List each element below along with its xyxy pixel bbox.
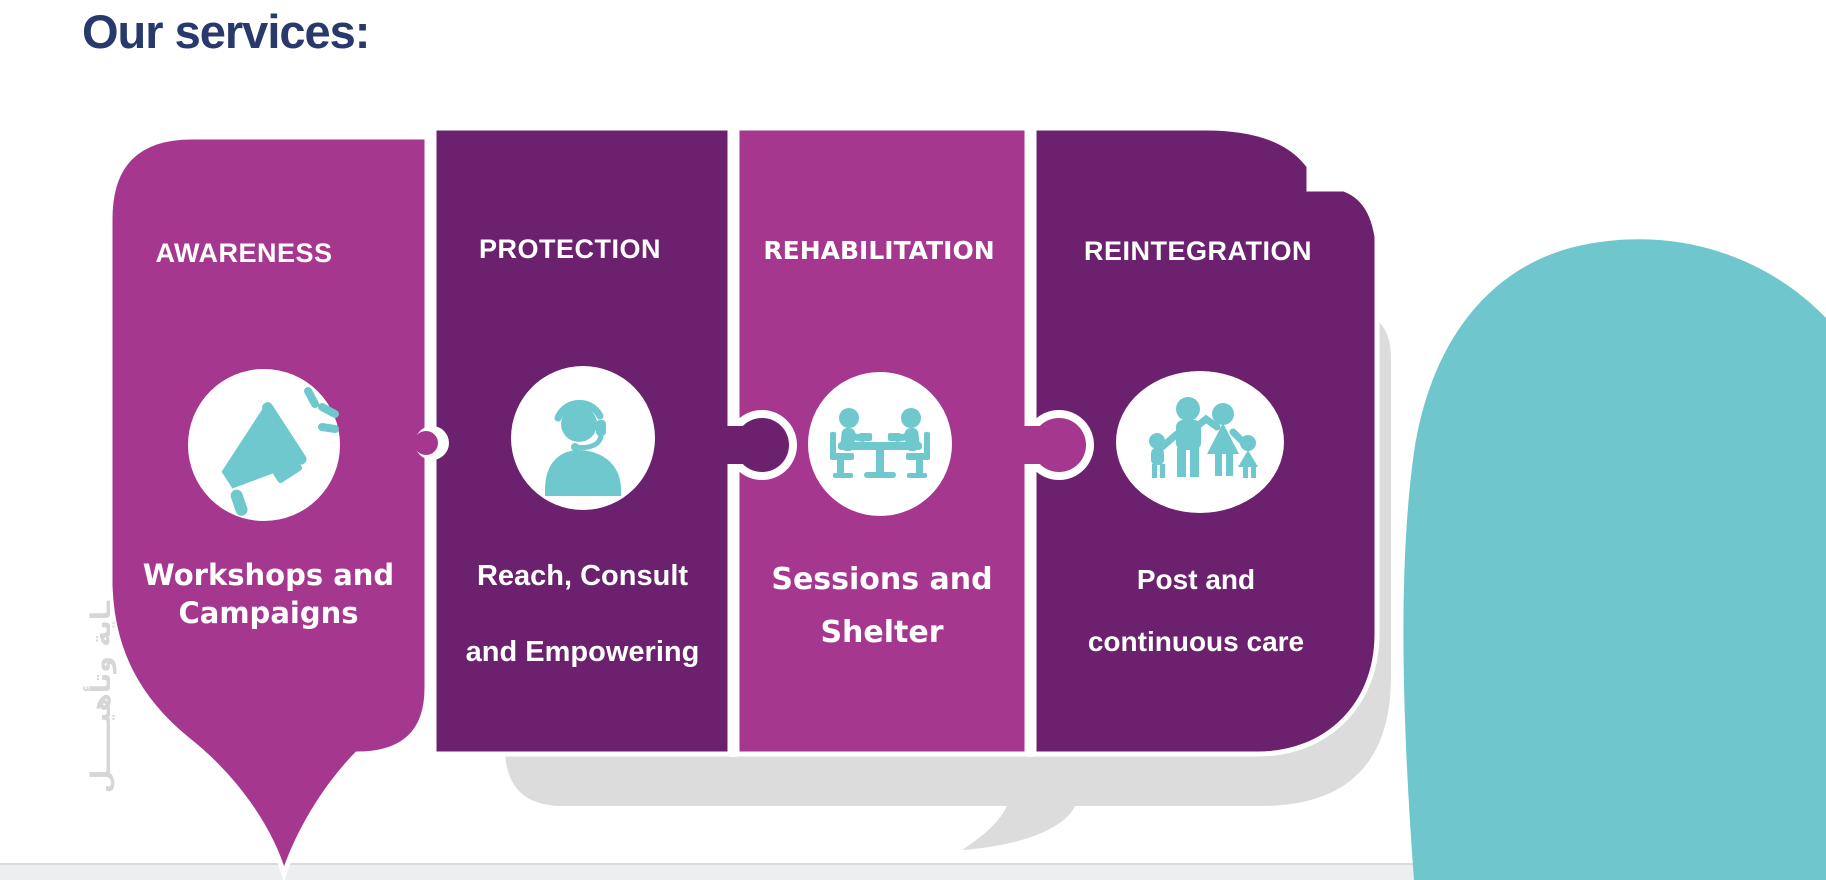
panel-desc-protection: Reach, Consult and Empowering	[434, 538, 731, 690]
family-icon	[1149, 397, 1258, 478]
desc-line: Post and	[1136, 564, 1256, 595]
panel-desc-awareness: Workshops and Campaigns	[110, 556, 427, 632]
footer-strip	[0, 865, 1826, 880]
panel-header-rehabilitation: REHABILITATION	[763, 236, 995, 265]
puzzle-knob-3-4	[1032, 418, 1086, 472]
meeting-table-icon	[830, 408, 930, 478]
megaphone-icon	[221, 387, 339, 516]
desc-line: Shelter	[820, 615, 944, 650]
panel-header-awareness: AWARENESS	[155, 238, 333, 268]
desc-line: Campaigns	[178, 596, 359, 630]
desc-line: continuous care	[1087, 626, 1305, 657]
desc-line: Reach, Consult	[476, 560, 689, 592]
puzzle-knob-2-3	[735, 418, 789, 472]
desc-line: Workshops and	[142, 558, 395, 592]
panel-desc-rehabilitation: Sessions and Shelter	[737, 553, 1027, 659]
sound-dashes	[304, 387, 339, 433]
desc-line: and Empowering	[465, 636, 700, 668]
support-agent-icon	[545, 399, 621, 496]
panel-header-reintegration: REINTEGRATION	[1084, 236, 1312, 266]
footer-strip-border	[0, 863, 1826, 865]
teal-wave-shape	[1403, 239, 1826, 880]
desc-line: Sessions and	[771, 562, 993, 597]
panel-desc-reintegration: Post and continuous care	[1034, 549, 1358, 673]
page-title: Our services:	[82, 5, 370, 58]
puzzle-bump-1-2	[414, 431, 438, 455]
arabic-watermark: ـاية وتأهيـــــل	[86, 600, 117, 794]
panel-header-protection: PROTECTION	[478, 234, 661, 264]
